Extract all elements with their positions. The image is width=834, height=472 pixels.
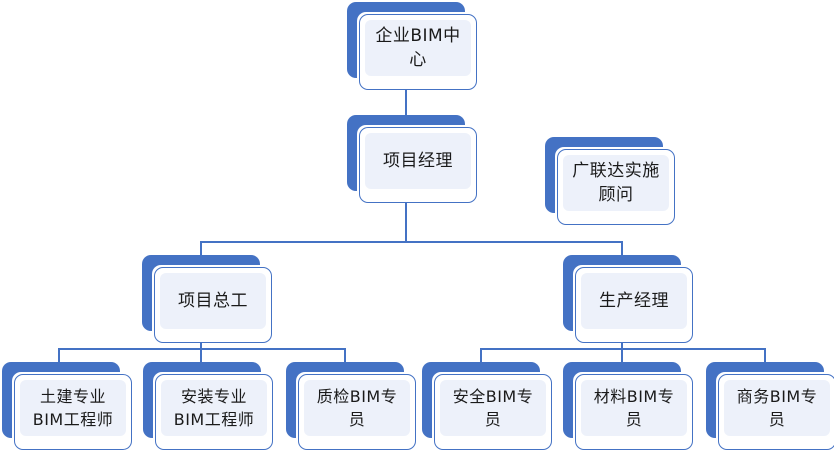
node-inner-panel: 材料BIM专员 [581, 380, 687, 436]
node-card: 安全BIM专员 [434, 374, 552, 450]
node-card: 项目经理 [359, 127, 477, 203]
node-card: 企业BIM中心 [359, 14, 477, 90]
node-glodon-consultant[interactable]: 广联达实施顾问 [545, 137, 675, 225]
connector-to-production-manager [621, 241, 623, 263]
connector-manager-drop [405, 202, 407, 242]
connector-to-safety-specialist [480, 348, 482, 364]
node-inner-panel: 生产经理 [581, 273, 687, 329]
node-label: 安全BIM专员 [452, 387, 534, 429]
node-inner-panel: 质检BIM专员 [304, 380, 410, 436]
node-qc-bim-specialist[interactable]: 质检BIM专员 [286, 362, 416, 450]
node-label: 项目总工 [178, 291, 248, 311]
node-card: 商务BIM专员 [718, 374, 834, 450]
node-label: 生产经理 [599, 291, 669, 311]
node-project-manager[interactable]: 项目经理 [347, 115, 477, 203]
node-safety-bim-specialist[interactable]: 安全BIM专员 [422, 362, 552, 450]
node-card: 材料BIM专员 [575, 374, 693, 450]
node-label: 土建专业BIM工程师 [32, 387, 114, 429]
node-label: 广联达实施顾问 [572, 161, 660, 205]
node-inner-panel: 项目总工 [160, 273, 266, 329]
connector-level2-bus [200, 241, 623, 243]
connector-to-chief-engineer [200, 241, 202, 263]
node-card: 安装专业BIM工程师 [155, 374, 273, 450]
node-project-chief-engineer[interactable]: 项目总工 [142, 255, 272, 343]
node-enterprise-bim-center[interactable]: 企业BIM中心 [347, 2, 477, 90]
node-inner-panel: 安装专业BIM工程师 [161, 380, 267, 436]
node-label: 材料BIM专员 [593, 387, 675, 429]
node-inner-panel: 商务BIM专员 [724, 380, 830, 436]
node-card: 项目总工 [154, 267, 272, 343]
node-production-manager[interactable]: 生产经理 [563, 255, 693, 343]
connector-to-mep-engineer [200, 348, 202, 364]
node-inner-panel: 项目经理 [365, 133, 471, 189]
node-card: 土建专业BIM工程师 [14, 374, 132, 450]
node-label: 安装专业BIM工程师 [173, 387, 255, 429]
node-inner-panel: 安全BIM专员 [440, 380, 546, 436]
node-inner-panel: 企业BIM中心 [365, 20, 471, 76]
node-commerce-bim-specialist[interactable]: 商务BIM专员 [706, 362, 834, 450]
node-civil-bim-engineer[interactable]: 土建专业BIM工程师 [2, 362, 132, 450]
node-inner-panel: 土建专业BIM工程师 [20, 380, 126, 436]
node-material-bim-specialist[interactable]: 材料BIM专员 [563, 362, 693, 450]
node-label: 商务BIM专员 [736, 387, 818, 429]
node-card: 生产经理 [575, 267, 693, 343]
connector-to-material-specialist [621, 348, 623, 364]
connector-level3-bus-right [480, 348, 766, 350]
connector-to-qc-specialist [344, 348, 346, 364]
connector-to-commerce-specialist [764, 348, 766, 364]
node-mep-bim-engineer[interactable]: 安装专业BIM工程师 [143, 362, 273, 450]
connector-center-to-manager [405, 88, 407, 124]
connector-level3-bus-left [58, 348, 346, 350]
connector-to-civil-engineer [58, 348, 60, 364]
node-card: 广联达实施顾问 [557, 149, 675, 225]
node-label: 企业BIM中心 [375, 26, 461, 70]
node-label: 质检BIM专员 [316, 387, 398, 429]
node-card: 质检BIM专员 [298, 374, 416, 450]
node-label: 项目经理 [383, 151, 453, 171]
node-inner-panel: 广联达实施顾问 [563, 155, 669, 211]
